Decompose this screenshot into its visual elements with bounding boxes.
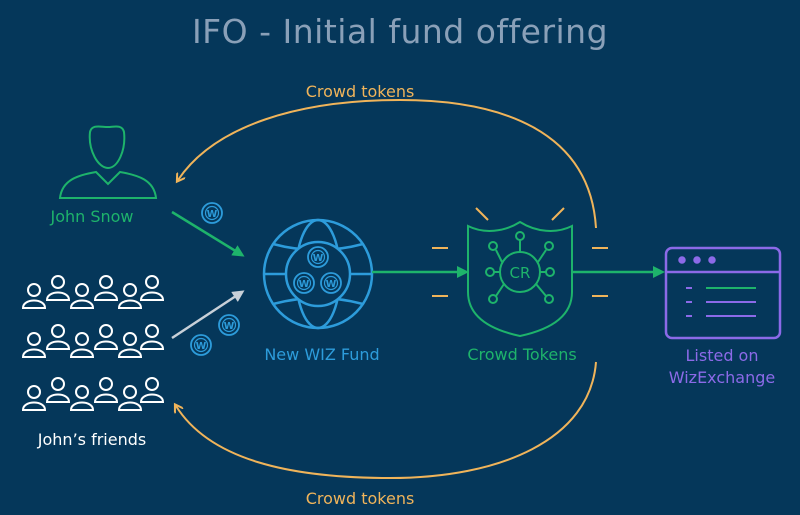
friend-person-icon <box>51 377 65 391</box>
shield-badge-text: CR <box>510 264 531 282</box>
svg-text:W: W <box>326 279 337 290</box>
person-icon <box>58 125 158 199</box>
friend-person-icon <box>75 332 89 346</box>
crowd-icon <box>21 275 165 411</box>
friend-person-icon <box>99 324 113 338</box>
friend-person-icon <box>145 377 159 391</box>
friend-person-icon <box>99 377 113 391</box>
exchange-label-line2: WizExchange <box>668 368 776 387</box>
friend-person-body <box>21 299 47 309</box>
friend-person-body <box>93 340 119 350</box>
svg-text:W: W <box>313 253 324 264</box>
friend-person-icon <box>27 283 41 297</box>
exchange-label-line1: Listed on <box>685 346 759 365</box>
friends-label: John’s friends <box>37 430 147 449</box>
svg-text:W: W <box>299 279 310 290</box>
bottom-arc-label: Crowd tokens <box>305 489 415 508</box>
exchange-list-lines <box>686 287 756 317</box>
friend-person-body <box>69 299 95 309</box>
john-snow-label: John Snow <box>50 207 134 226</box>
svg-text:W: W <box>207 209 218 220</box>
friend-person-icon <box>51 324 65 338</box>
friend-person-body <box>93 393 119 403</box>
friend-person-body <box>69 348 95 358</box>
coin-icon: W <box>218 314 240 336</box>
coin-icon: W <box>190 334 212 356</box>
friend-person-body <box>117 401 143 411</box>
friend-person-body <box>139 340 165 350</box>
friend-person-body <box>45 340 71 350</box>
fund-label: New WIZ Fund <box>264 345 380 364</box>
friend-person-icon <box>75 283 89 297</box>
shield-rays <box>432 207 608 297</box>
friend-person-body <box>45 393 71 403</box>
friend-person-icon <box>51 275 65 289</box>
john-to-fund-arrow <box>171 210 245 257</box>
fund-globe-icon <box>262 218 374 330</box>
svg-text:W: W <box>196 341 207 352</box>
friend-person-icon <box>123 332 137 346</box>
friend-person-body <box>21 401 47 411</box>
bottom-arc-arrow <box>176 361 597 480</box>
page-title: IFO - Initial fund offering <box>191 12 609 51</box>
friend-person-body <box>21 348 47 358</box>
friend-person-body <box>117 348 143 358</box>
friend-person-body <box>139 291 165 301</box>
friend-person-icon <box>27 385 41 399</box>
friend-person-icon <box>75 385 89 399</box>
friend-person-body <box>93 291 119 301</box>
friends-to-fund-arrow <box>171 290 245 340</box>
friend-person-body <box>45 291 71 301</box>
friend-person-icon <box>123 385 137 399</box>
friend-person-icon <box>145 324 159 338</box>
friend-person-body <box>69 401 95 411</box>
top-arc-label: Crowd tokens <box>305 82 415 101</box>
top-arc-arrow <box>178 98 597 229</box>
friend-person-body <box>139 393 165 403</box>
friend-person-body <box>117 299 143 309</box>
friend-person-icon <box>123 283 137 297</box>
coin-icon: W <box>201 202 223 224</box>
friend-person-icon <box>99 275 113 289</box>
crowd-tokens-label: Crowd Tokens <box>467 345 577 364</box>
crowd-token-shield-icon <box>467 220 573 338</box>
friend-person-icon <box>27 332 41 346</box>
svg-text:W: W <box>224 321 235 332</box>
friend-person-icon <box>145 275 159 289</box>
exchange-label: Listed on WizExchange <box>652 345 792 389</box>
exchange-window-icon <box>664 246 782 340</box>
